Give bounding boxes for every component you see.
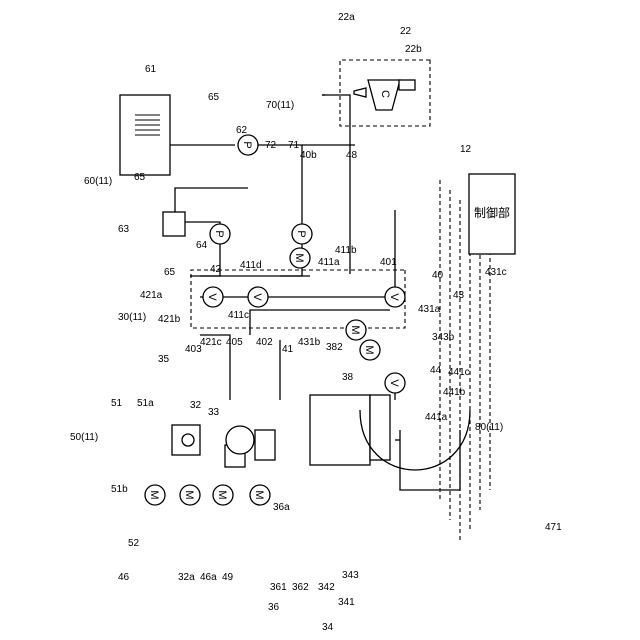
ref-41: 41 [282,344,294,355]
ref-49: 49 [222,572,234,583]
ref-22b: 22b [405,44,422,55]
ref-35: 35 [158,354,170,365]
ref-40: 40 [432,270,444,281]
ref-65c: 65 [164,267,176,278]
ref-70: 70(11) [266,100,294,111]
ref-411d: 411d [240,260,262,271]
ref-43: 43 [453,290,465,301]
ref-362: 362 [292,582,309,593]
ref-36a: 36a [273,502,290,513]
ref-52: 52 [128,538,140,549]
ref-421a: 421a [140,290,163,301]
ref-80: 80(11) [475,422,503,433]
ref-431a: 431a [418,304,441,315]
ref-40b: 40b [300,150,317,161]
ref-32: 32 [190,400,202,411]
ref-64: 64 [196,240,208,251]
ref-36: 36 [268,602,280,613]
ref-431b: 431b [298,337,321,348]
ref-51: 51 [111,398,123,409]
ref-51a: 51a [137,398,154,409]
ref-65b: 65 [134,172,146,183]
ref-411c: 411c [228,310,249,321]
ref-361: 361 [270,582,287,593]
ref-48: 48 [346,150,358,161]
ref-22: 22 [400,26,412,37]
ref-61: 61 [145,64,157,75]
ref-431c: 431c [485,267,507,278]
ref-402: 402 [256,337,273,348]
ref-471: 471 [545,522,562,533]
ref-343: 343 [342,570,359,581]
ref-421c: 421c [200,337,222,348]
ref-343b: 343b [432,332,455,343]
ref-labels: 12 22 22a 22b 30(11) 32 32a 33 34 341 34… [70,12,562,633]
ref-342: 342 [318,582,335,593]
ref-441c: 441c [448,367,470,378]
ref-46a: 46a [200,572,217,583]
ref-405: 405 [226,337,243,348]
ref-441b: 441b [443,387,466,398]
ref-34: 34 [322,622,334,633]
ref-51b: 51b [111,484,128,495]
ref-33: 33 [208,407,220,418]
ref-30: 30(11) [118,312,146,323]
ref-42: 42 [210,264,222,275]
ref-341: 341 [338,597,355,608]
ref-382: 382 [326,342,343,353]
ref-50: 50(11) [70,432,98,443]
ref-65a: 65 [208,92,220,103]
ref-46: 46 [118,572,130,583]
ref-71: 71 [288,140,300,151]
ref-421b: 421b [158,314,181,325]
ref-32a: 32a [178,572,195,583]
ref-44: 44 [430,365,442,376]
ref-60: 60(11) [84,176,112,187]
ref-63: 63 [118,224,130,235]
ref-72: 72 [265,140,277,151]
ref-22a: 22a [338,12,355,23]
ref-38: 38 [342,372,354,383]
ref-62: 62 [236,125,248,136]
ref-411a: 411a [318,257,340,268]
ref-411b: 411b [335,245,357,256]
ref-401: 401 [380,257,397,268]
ref-12: 12 [460,144,472,155]
ref-441a: 441a [425,412,448,423]
